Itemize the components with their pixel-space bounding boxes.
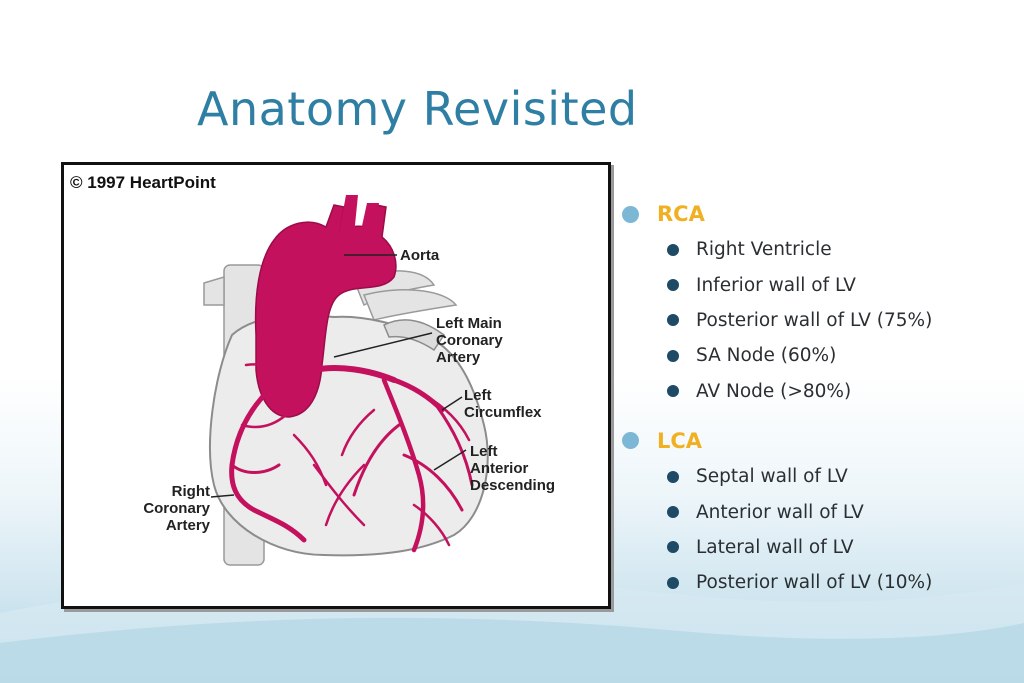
list-item: Posterior wall of LV (10%) [622, 565, 1012, 600]
bullet-icon [667, 314, 679, 327]
list-item: AV Node (>80%) [622, 374, 1012, 409]
left-main-coronary-label: Left Main Coronary Artery [436, 315, 503, 366]
list-item-text: Inferior wall of LV [696, 274, 856, 296]
list-item: Septal wall of LV [622, 459, 1012, 494]
list-item-text: Posterior wall of LV (10%) [696, 572, 933, 594]
bullet-icon [667, 385, 679, 398]
bullet-icon [622, 205, 639, 223]
list-item: Right Ventricle [622, 232, 1012, 267]
list-item: Anterior wall of LV [622, 494, 1012, 529]
bullet-icon [667, 541, 679, 554]
bullet-icon [667, 576, 679, 589]
list-item-text: AV Node (>80%) [696, 380, 852, 402]
aorta-label: Aorta [400, 247, 440, 264]
list-item-text: Lateral wall of LV [696, 536, 854, 558]
list-item: SA Node (60%) [622, 338, 1012, 373]
heart-diagram: © 1997 HeartPoint Aorta Left Main Corona… [61, 162, 611, 609]
bullet-icon [667, 470, 679, 483]
list-item-text: Septal wall of LV [696, 466, 848, 488]
bullet-icon [622, 432, 639, 450]
lad-label: Left Anterior Descending [470, 443, 556, 494]
list-item-text: SA Node (60%) [696, 345, 837, 367]
bullet-icon [667, 506, 679, 519]
rca-path [229, 387, 307, 543]
aorta-shape [254, 204, 397, 418]
rca-label: Right Coronary Artery [143, 483, 210, 534]
slide-title: Anatomy Revisited [197, 82, 638, 136]
heart-illustration [203, 195, 489, 566]
bullet-icon [667, 279, 679, 292]
list-item: Lateral wall of LV [622, 530, 1012, 565]
group-heading-text: RCA [657, 202, 705, 226]
left-circumflex-label: Left Circumflex [464, 387, 542, 421]
bullet-icon [667, 349, 679, 362]
list-item-text: Posterior wall of LV (75%) [696, 309, 933, 331]
list-item-text: Anterior wall of LV [696, 501, 864, 523]
bullet-icon [667, 243, 679, 256]
left-main-path [311, 365, 397, 383]
artery-bullet-list: RCA Right Ventricle Inferior wall of LV … [622, 196, 1012, 601]
lad-path [381, 377, 426, 553]
rca-heading: RCA [622, 196, 1012, 232]
list-item: Posterior wall of LV (75%) [622, 303, 1012, 338]
group-heading-text: LCA [657, 428, 703, 453]
copyright-label: © 1997 HeartPoint [70, 173, 216, 192]
list-item: Inferior wall of LV [622, 267, 1012, 302]
list-item-text: Right Ventricle [696, 239, 832, 261]
lca-heading: LCA [622, 423, 1012, 459]
